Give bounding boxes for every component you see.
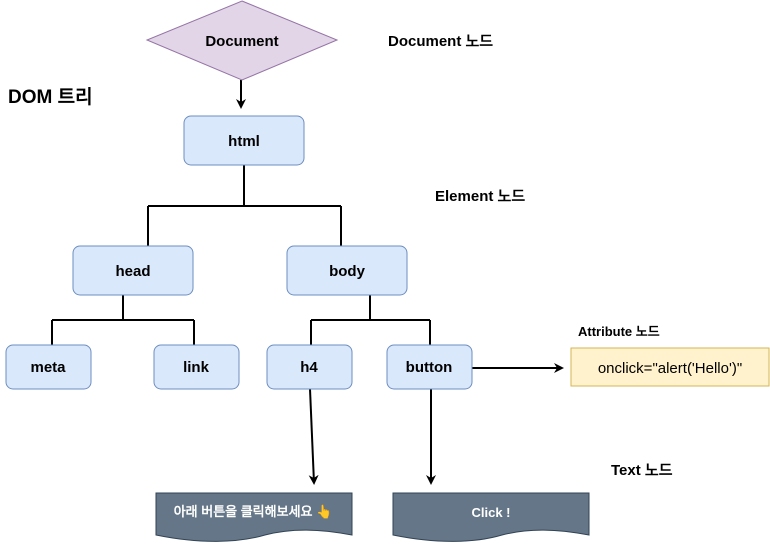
head-shape [72,245,194,296]
edge-body-children [310,295,431,346]
text-node-button: Click ! [392,492,590,542]
link-label: link [183,359,209,376]
button-shape [386,344,473,390]
button-label: button [406,359,453,376]
h4-shape [266,344,353,390]
attribute-shape [570,347,770,387]
head-label: head [115,263,150,280]
body-node: body [286,245,408,296]
h4-label: h4 [300,359,318,376]
text-node-h4-shape [155,492,353,542]
attribute-node-caption: Attribute 노드 [578,324,660,339]
text-node-button-shape [392,492,590,542]
text-node-button-label: Click ! [471,505,510,520]
html-node: html [183,115,305,166]
meta-label: meta [30,359,66,376]
document-node: Document [145,0,339,81]
h4-node: h4 [266,344,353,390]
body-label: body [329,263,365,280]
head-node: head [72,245,194,296]
attribute-label: onclick="alert('Hello')" [598,360,742,377]
diagram-title: DOM 트리 [8,86,93,108]
attribute-node: onclick="alert('Hello')" [570,347,770,387]
edge-head-children [51,295,195,346]
element-node-caption: Element 노드 [435,188,525,205]
edge-h4-text [308,388,319,485]
body-shape [286,245,408,296]
text-node-caption: Text 노드 [611,462,673,479]
button-node: button [386,344,473,390]
edge-html-children [147,165,342,247]
document-node-caption: Document 노드 [388,33,493,50]
text-node-h4-label: 아래 버튼을 클릭해보세요 👆 [174,504,333,519]
meta-node: meta [5,344,92,390]
html-shape [183,115,305,166]
document-label: Document [205,33,278,50]
document-shape [145,0,339,81]
meta-shape [5,344,92,390]
link-node: link [153,344,240,390]
html-label: html [228,133,260,150]
text-node-h4: 아래 버튼을 클릭해보세요 👆 [155,492,353,542]
link-shape [153,344,240,390]
